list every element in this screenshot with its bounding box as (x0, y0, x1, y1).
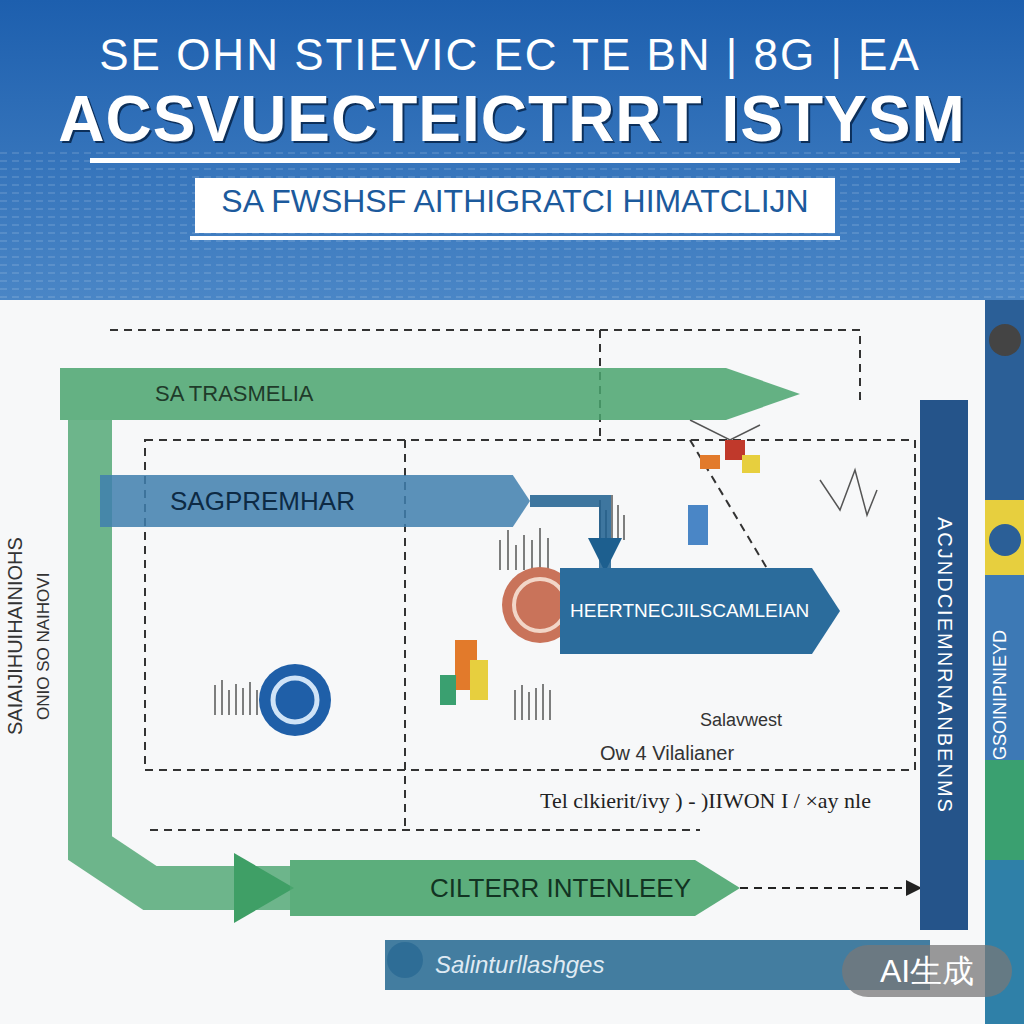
node-text: HEERTNECJILSCAMLEIAN (570, 600, 809, 622)
note-text: Salavwest (700, 710, 782, 731)
side-strip (985, 760, 1024, 860)
diagram-title: ACSVUECTEICTRRT ISTYSM (40, 82, 984, 156)
subtitle-rule (190, 236, 840, 240)
process-arrow: CILTERR INTENLEEY (290, 860, 740, 916)
title-rule (90, 158, 960, 163)
icons (259, 324, 1021, 978)
node-text: Salinturllashges (435, 951, 604, 979)
node-fill (560, 568, 840, 654)
connector (530, 501, 605, 568)
vertical-text: GSOINIPNIEYD (990, 590, 1011, 760)
node-fill (100, 475, 530, 527)
node-fill (290, 860, 740, 916)
node-fill (60, 368, 800, 420)
side-strip (985, 860, 1024, 1024)
subtitle-banner (195, 178, 835, 233)
connector (740, 887, 920, 889)
side-strip (985, 300, 1024, 500)
process-arrow: SAGPREMHAR (100, 475, 530, 527)
note-text: Ow 4 Vilalianer (600, 742, 734, 765)
subtitle-text: SA FWSHSF AITHIGRATCI HIMATCLIJN (195, 183, 835, 220)
note-text: Tel clkierit/ivy ) - )IIWON I / ×ay nle (540, 788, 871, 814)
panel (0, 300, 990, 1024)
process-arrow: HEERTNECJILSCAMLEIAN (560, 568, 840, 654)
vertical-text: ONIO SO NAIHOVI (34, 520, 54, 720)
node-text: SA TRASMELIA (155, 381, 314, 407)
side-band: ACJNDCIEMNRNANBENMS (920, 400, 968, 930)
node-text: ACJNDCIEMNRNANBENMS (933, 517, 956, 814)
node-fill (920, 400, 968, 930)
vertical-text: SAIAIJIHUIHAINIOHS (4, 445, 27, 735)
node-text: SAGPREMHAR (170, 486, 355, 517)
node-text: CILTERR INTENLEEY (430, 873, 691, 904)
side-strip (985, 500, 1024, 575)
connector (90, 420, 290, 888)
side-strip (985, 575, 1024, 760)
header-texture (0, 150, 1024, 300)
header-text: SE OHN STIEVIC EC TE BN | 8G | EA (60, 30, 960, 80)
header-band (0, 0, 1024, 300)
flow-band: SA TRASMELIA (60, 368, 800, 420)
watermark: AI生成 (842, 945, 1012, 997)
